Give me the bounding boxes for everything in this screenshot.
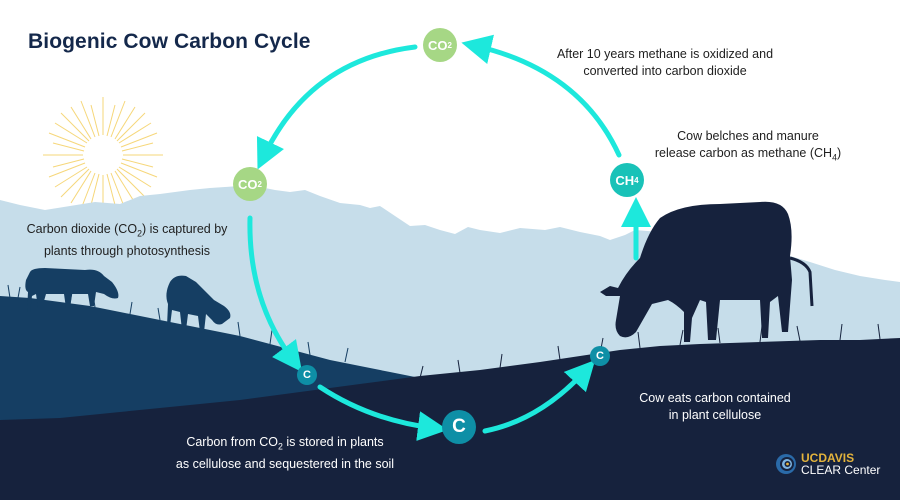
- carbon-node-center: C: [442, 410, 476, 444]
- cycle-arrows: [247, 34, 651, 441]
- arrow-ch4-to-top: [461, 34, 622, 158]
- clear-center-logo-icon: [776, 454, 796, 474]
- caption-eats: Cow eats carbon contained in plant cellu…: [639, 391, 791, 422]
- arrow-center-to-cow: [482, 359, 596, 434]
- cow-silhouette-main: [600, 201, 792, 342]
- cow-tail: [789, 256, 814, 307]
- diagram-title: Biogenic Cow Carbon Cycle: [28, 30, 311, 53]
- arrow-left-to-soil: [247, 215, 302, 373]
- uc-davis-clear-logo: UCDAVIS CLEAR Center: [775, 452, 880, 476]
- grass-right: [419, 323, 881, 379]
- caption-stored: Carbon from CO2 is stored in plants as c…: [175, 435, 395, 471]
- cow-silhouette-middle: [166, 275, 231, 332]
- cow-silhouette-left: [25, 268, 119, 312]
- arrow-soil-to-center: [317, 384, 448, 441]
- carbon-node-soil: C: [297, 365, 317, 385]
- caption-captured: Carbon dioxide (CO2) is captured by plan…: [26, 222, 228, 258]
- arrow-top-to-left: [256, 44, 418, 170]
- caption-belches: Cow belches and manure release carbon as…: [654, 129, 842, 163]
- carbon-node-cow: C: [590, 346, 610, 366]
- caption-oxidized: After 10 years methane is oxidized and c…: [556, 47, 774, 78]
